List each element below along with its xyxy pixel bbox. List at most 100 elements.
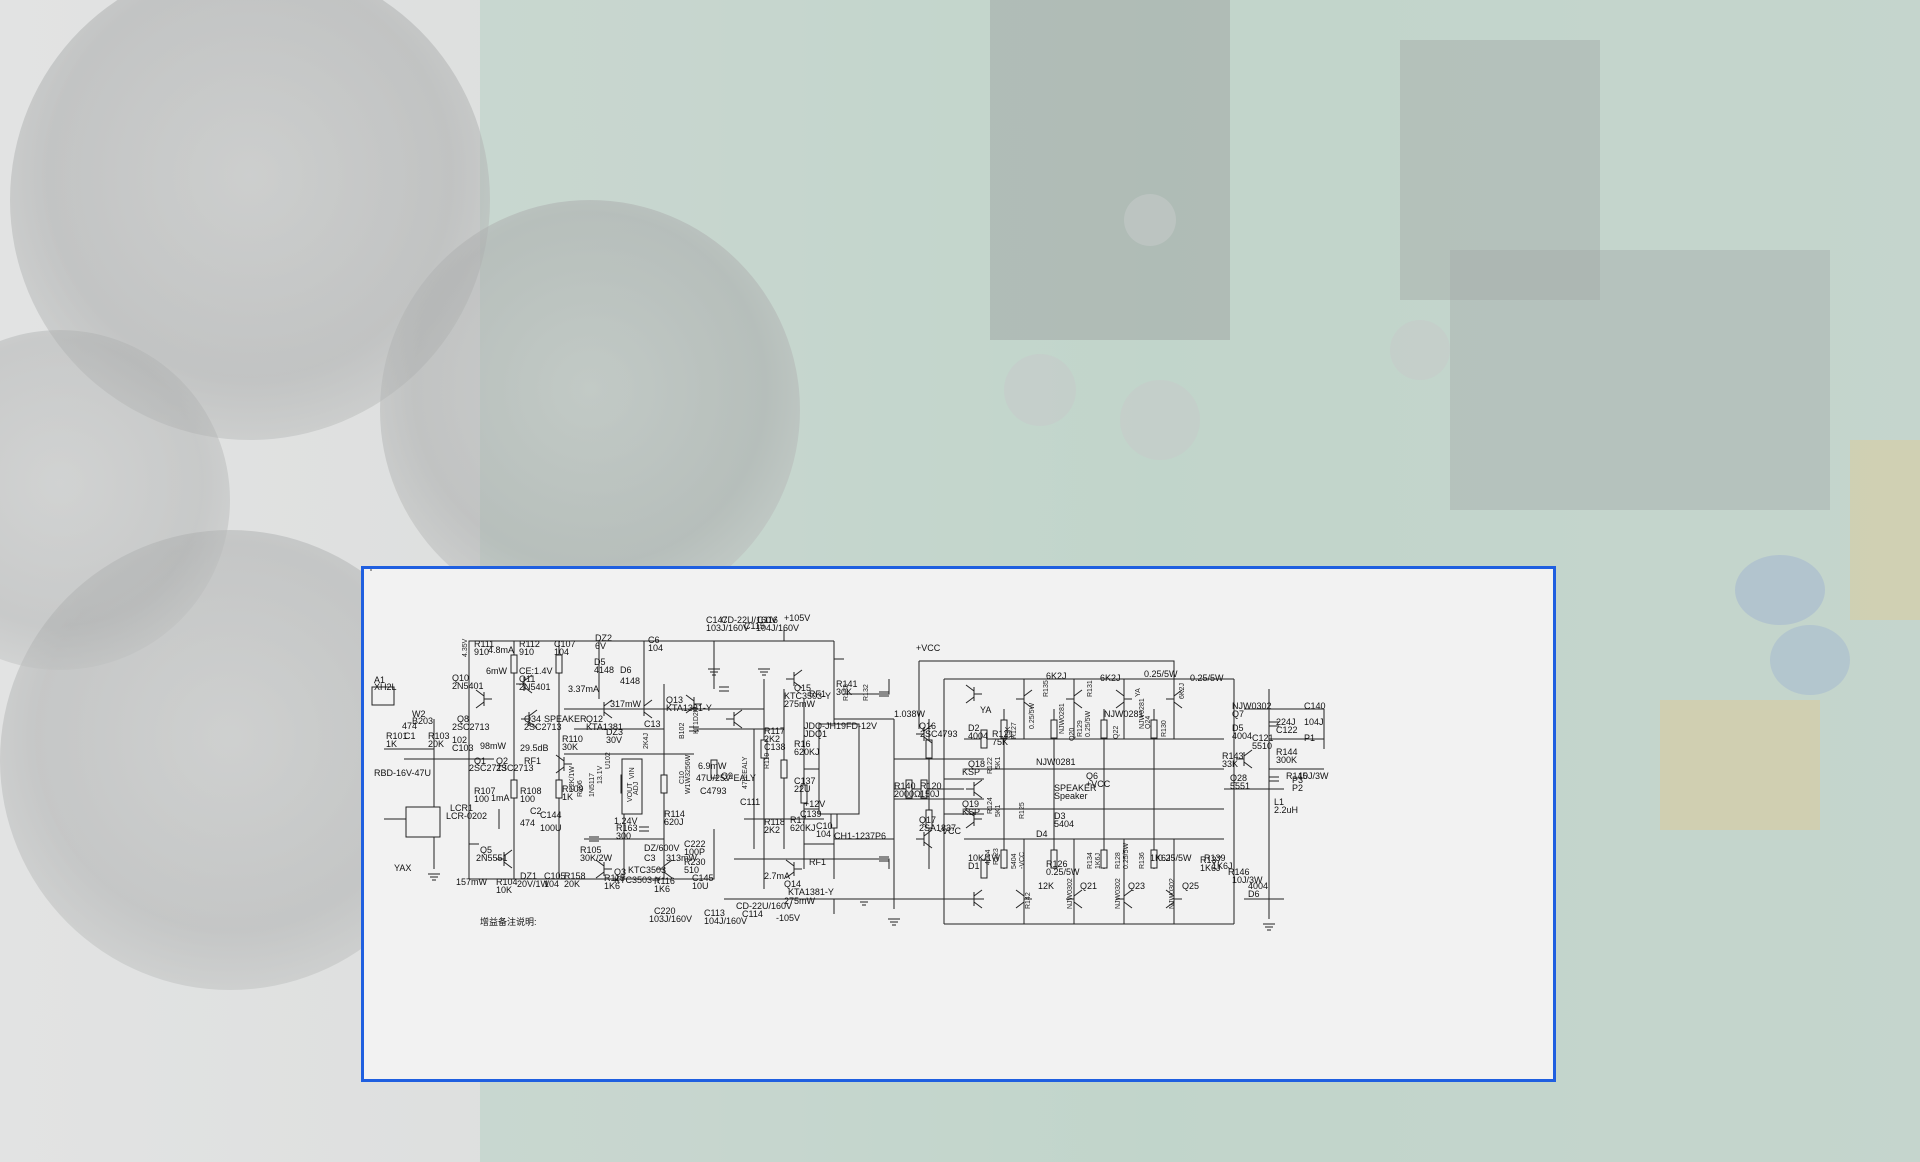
- component-label: 150J: [920, 789, 940, 799]
- component-label: R116: [654, 876, 675, 886]
- component-label: LCR-0202: [446, 811, 487, 821]
- component-label: 300K: [1276, 755, 1297, 765]
- component-label: NJW0281: [1059, 703, 1066, 734]
- capacitor-box: [1660, 700, 1820, 830]
- component-label: 10J/3W: [1232, 875, 1263, 885]
- component-label: 2SC2713: [469, 763, 507, 773]
- heatsink: [990, 0, 1230, 340]
- component-label: 104: [816, 829, 831, 839]
- component-label: 4004: [1232, 731, 1252, 741]
- transistor-symbol: [973, 779, 983, 787]
- transistor-symbol: [973, 791, 983, 799]
- component-label: 2SC2713: [452, 722, 490, 732]
- component-label: C107: [554, 639, 576, 649]
- lcr-module-symbol: [405, 806, 441, 838]
- transistor-symbol: [785, 871, 795, 879]
- component-label: 30K: [836, 687, 852, 697]
- component-label: 4148: [594, 665, 614, 675]
- component-label: 100: [520, 794, 535, 804]
- component-label: 75K: [992, 737, 1008, 747]
- regulator-ic-symbol: [621, 758, 643, 815]
- component-label: 275mW: [784, 896, 816, 906]
- component-label: CD-22U/160V: [721, 615, 777, 625]
- component-label: 0.25/5W: [1123, 843, 1130, 869]
- transistor-symbol: [923, 736, 933, 744]
- transistor-symbol: [973, 901, 983, 909]
- component-label: Q21: [1080, 881, 1097, 891]
- component-label: R137: [1200, 855, 1222, 865]
- resistor-symbol: [555, 654, 563, 674]
- component-label: 6K2J: [1100, 673, 1121, 683]
- component-label: JDQ-JH19FD-12V: [804, 721, 877, 731]
- capacitor-small: [1124, 194, 1176, 246]
- component-label: C1: [404, 731, 416, 741]
- component-label: VOUT: [627, 782, 634, 802]
- component-label: C111: [740, 797, 760, 807]
- component-label: R110: [562, 734, 583, 744]
- component-label: R122: [987, 757, 994, 774]
- component-label: P1: [1304, 733, 1315, 743]
- component-label: R128: [1115, 852, 1122, 869]
- component-label: C116: [757, 615, 778, 625]
- transistor-symbol: [1123, 901, 1133, 909]
- transistor-symbol: [1023, 701, 1033, 709]
- component-label: C2: [530, 806, 542, 816]
- component-label: R134: [1087, 852, 1094, 869]
- component-label: NJW0281: [1139, 698, 1146, 729]
- component-label: R124: [987, 797, 994, 814]
- component-label: 10K/1W: [968, 853, 1001, 863]
- capacitor-small: [1390, 320, 1450, 380]
- transistor-symbol: [523, 674, 533, 682]
- component-label: 100U: [540, 823, 562, 833]
- component-label: Q12: [586, 714, 603, 724]
- component-label: 620J: [664, 817, 684, 827]
- component-label: YA: [1135, 688, 1142, 697]
- resistor-symbol: [1100, 719, 1108, 739]
- component-label: R230: [684, 857, 706, 867]
- transistor-symbol: [1073, 689, 1083, 697]
- component-label: 104J: [1304, 717, 1324, 727]
- component-label: R163: [616, 823, 638, 833]
- component-label: 10J/3W: [1298, 771, 1329, 781]
- component-label: 5404: [1011, 853, 1018, 869]
- disc-capacitor: [1770, 625, 1850, 695]
- component-label: R140: [894, 781, 916, 791]
- component-label: C121: [1252, 733, 1274, 743]
- component-label: 30V: [606, 735, 622, 745]
- resistor-symbol: [510, 779, 518, 799]
- component-label: CD-22U/160V: [736, 901, 792, 911]
- component-label: NJW0302: [1169, 878, 1176, 909]
- component-label: R142: [1025, 892, 1032, 909]
- component-label: 98mW: [480, 741, 507, 751]
- transistor-symbol: [595, 871, 605, 879]
- component-label: 0.25/5W: [1144, 669, 1178, 679]
- component-label: D2: [968, 723, 980, 733]
- component-label: 4.8mA: [488, 645, 514, 655]
- transistor-symbol: [1015, 889, 1025, 897]
- component-label: KSP: [962, 807, 980, 817]
- component-label: NJW0281: [1036, 757, 1076, 767]
- component-label: 102: [452, 735, 467, 745]
- transistor-symbol: [1073, 889, 1083, 897]
- component-label: D4: [1036, 829, 1048, 839]
- component-label: DZ1: [520, 871, 537, 881]
- component-label: C137: [794, 776, 816, 786]
- resistor-symbol: [710, 759, 718, 779]
- component-label: 6mW: [486, 666, 508, 676]
- component-label: KTA1381-Y: [788, 887, 834, 897]
- component-label: 0.25/5W: [1085, 711, 1092, 737]
- component-label: C114: [742, 909, 763, 919]
- component-label: 22U: [794, 784, 811, 794]
- component-label: 474: [402, 721, 417, 731]
- transistor-symbol: [1173, 701, 1183, 709]
- component-label: R111: [474, 639, 494, 649]
- component-label: 313mW: [666, 853, 698, 863]
- component-label: RF1: [524, 756, 541, 766]
- component-label: R129: [1077, 720, 1084, 737]
- transistor-symbol: [965, 696, 975, 704]
- component-label: R125: [1019, 802, 1026, 819]
- component-label: 5K1: [995, 756, 1002, 769]
- component-label: RF1: [809, 857, 826, 867]
- component-label: D6: [1248, 889, 1260, 899]
